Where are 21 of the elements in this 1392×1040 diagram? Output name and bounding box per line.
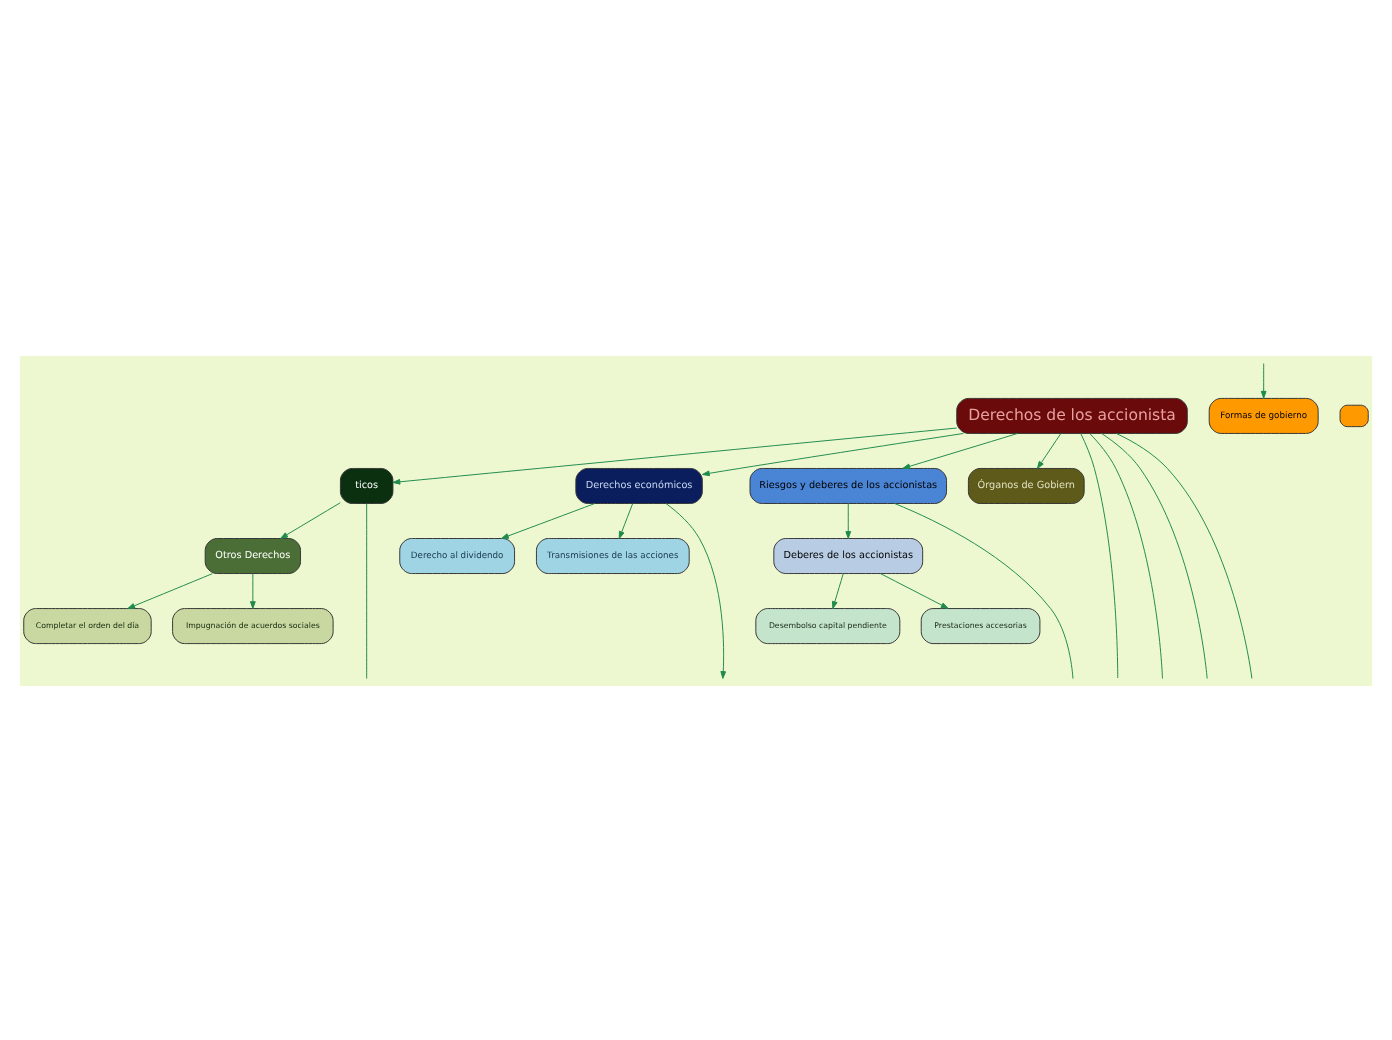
connector — [1115, 432, 1253, 678]
arrow — [250, 572, 256, 608]
connector — [1089, 432, 1163, 679]
arrow — [392, 426, 958, 484]
arrow — [902, 432, 1019, 469]
arrow — [832, 572, 844, 608]
arrow — [618, 502, 634, 538]
arrow — [1036, 432, 1062, 468]
arrow — [501, 502, 596, 538]
arrow — [127, 572, 213, 608]
connector — [1101, 432, 1208, 679]
arrow — [280, 501, 341, 538]
arrow — [845, 502, 852, 538]
arrow — [1260, 362, 1267, 398]
arrow — [701, 432, 964, 476]
connector — [894, 502, 1074, 679]
node-box — [1339, 403, 1369, 427]
connector — [1080, 432, 1119, 678]
arrow — [880, 572, 949, 608]
connector — [366, 502, 368, 679]
arrow — [665, 502, 727, 678]
